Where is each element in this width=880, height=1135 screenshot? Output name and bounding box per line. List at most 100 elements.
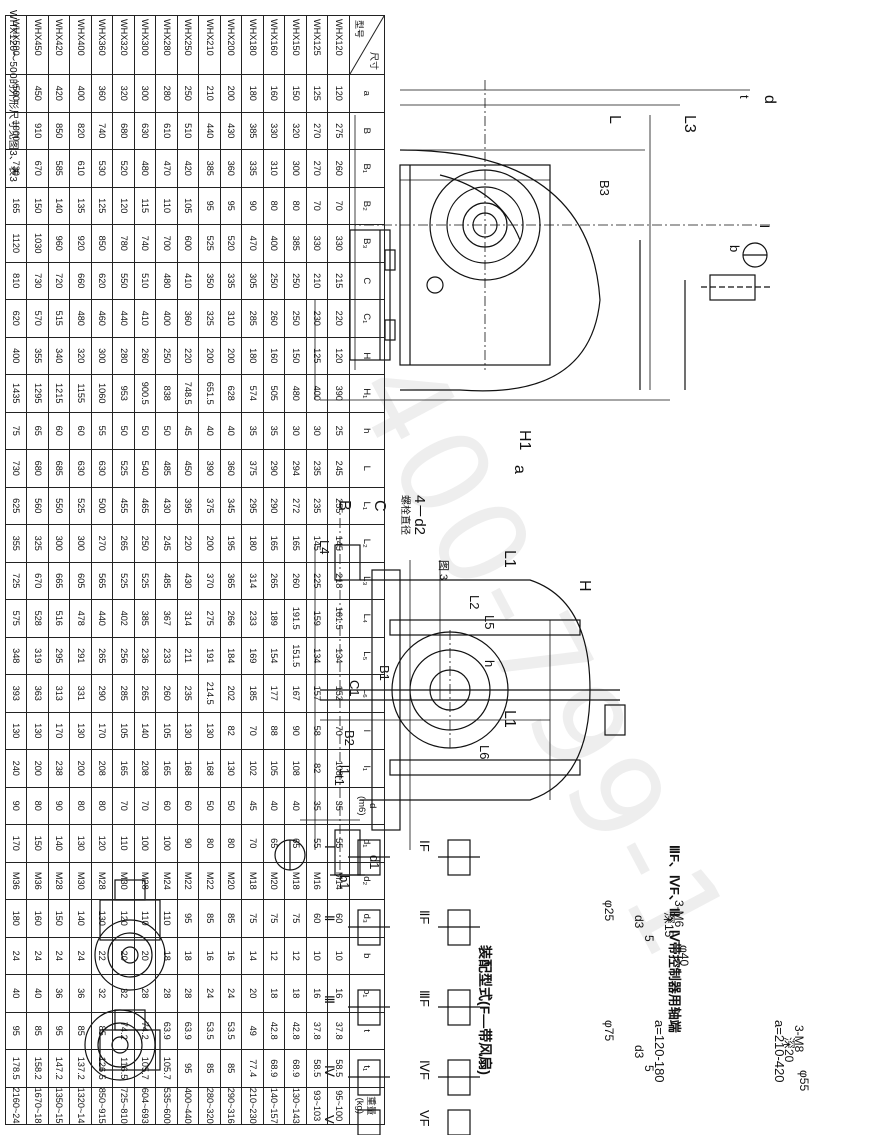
table-cell: 270 xyxy=(306,149,328,187)
table-cell: 80 xyxy=(70,787,92,825)
table-cell: 105.7 xyxy=(134,1049,156,1087)
column-header: B xyxy=(349,112,385,150)
table-cell: 150 xyxy=(285,337,307,375)
table-cell: 85 xyxy=(220,1049,242,1087)
table-cell: 320 xyxy=(285,112,307,150)
table-cell: M24 xyxy=(156,862,178,900)
table-cell: 250 xyxy=(134,524,156,562)
table-cell: 108 xyxy=(285,749,307,787)
table-cell: 348 xyxy=(5,637,27,675)
table-cell: 58 xyxy=(306,712,328,750)
table-cell: 550 xyxy=(113,262,135,300)
table-cell: 400 xyxy=(156,299,178,337)
table-cell: 177 xyxy=(263,674,285,712)
table-cell: 80 xyxy=(199,824,221,862)
table-cell: 68.9 xyxy=(263,1049,285,1087)
table-cell: 150 xyxy=(285,74,307,112)
table-cell: 820 xyxy=(70,112,92,150)
table-cell: 236 xyxy=(134,637,156,675)
table-cell: 500 xyxy=(91,487,113,525)
model-cell: WHX420 xyxy=(48,15,70,75)
table-cell: 330 xyxy=(328,224,350,262)
table-cell: 53.5 xyxy=(220,1012,242,1050)
table-cell: 55 xyxy=(91,412,113,450)
table-cell: 510 xyxy=(177,112,199,150)
table-cell: 58.5 xyxy=(328,1049,350,1087)
table-cell: 168 xyxy=(199,749,221,787)
table-cell: 385 xyxy=(134,599,156,637)
table-cell: 75 xyxy=(5,412,27,450)
form-bottom-3: Ⅲ xyxy=(322,995,337,1004)
model-cell: WHX210 xyxy=(199,15,221,75)
label-a: a xyxy=(511,465,528,474)
table-cell: 393 xyxy=(5,674,27,712)
table-cell: 150 xyxy=(27,824,49,862)
table-cell: 550 xyxy=(48,487,70,525)
table-cell: 102 xyxy=(242,749,264,787)
table-cell: 245 xyxy=(156,524,178,562)
form-top-4: ⅣF xyxy=(417,1060,432,1080)
table-cell: 455 xyxy=(113,487,135,525)
table-cell: 191 xyxy=(199,637,221,675)
table-cell: 285 xyxy=(113,674,135,712)
column-header: l₁ xyxy=(349,749,385,787)
table-cell: 53.5 xyxy=(199,1012,221,1050)
table-cell: 24 xyxy=(27,937,49,975)
table-cell: 18 xyxy=(177,937,199,975)
deep15-label: 深15 xyxy=(662,912,676,938)
table-cell: 40 xyxy=(263,787,285,825)
label-B2: B2 xyxy=(342,730,357,746)
table-cell: 100 xyxy=(156,824,178,862)
table-cell: 310 xyxy=(220,299,242,337)
column-header: d₁ xyxy=(349,824,385,862)
table-cell: 291 xyxy=(70,637,92,675)
table-cell: 200 xyxy=(220,337,242,375)
table-cell: M22 xyxy=(177,862,199,900)
table-cell: 130 xyxy=(27,712,49,750)
column-header: b₁ xyxy=(349,974,385,1012)
table-cell: 780 xyxy=(113,224,135,262)
table-cell: 35 xyxy=(242,412,264,450)
table-cell: 22 xyxy=(91,937,113,975)
table-cell: 95 xyxy=(5,1012,27,1050)
table-cell: M18 xyxy=(242,862,264,900)
table-cell: 325 xyxy=(199,299,221,337)
model-cell: WHX160 xyxy=(263,15,285,75)
table-cell: 110 xyxy=(113,824,135,862)
table-cell: 610 xyxy=(156,112,178,150)
table-cell: 145 xyxy=(328,524,350,562)
column-header: t₁ xyxy=(349,1049,385,1087)
label-L5: L5 xyxy=(482,615,497,629)
table-cell: 610 xyxy=(70,149,92,187)
table-cell: 410 xyxy=(177,262,199,300)
table-cell: 325 xyxy=(27,524,49,562)
table-cell: 167 xyxy=(285,674,307,712)
column-header: H₁ xyxy=(349,374,385,412)
table-cell: 2160~2410 xyxy=(5,1087,27,1125)
table-cell: 402 xyxy=(113,599,135,637)
table-cell: M36 xyxy=(27,862,49,900)
table-cell: 125 xyxy=(91,187,113,225)
table-cell: 30 xyxy=(306,412,328,450)
table-cell: 250 xyxy=(177,74,199,112)
table-cell: 16 xyxy=(306,974,328,1012)
table-cell: 50 xyxy=(156,412,178,450)
front-view-drawing xyxy=(314,80,770,401)
m8-label: 3-M8 xyxy=(792,1025,806,1053)
table-cell: M16 xyxy=(306,862,328,900)
table-cell: 20 xyxy=(134,937,156,975)
table-cell: 140 xyxy=(134,712,156,750)
table-cell: 10 xyxy=(306,937,328,975)
column-header: C xyxy=(349,262,385,300)
table-cell: 960 xyxy=(48,224,70,262)
model-cell: WHX180 xyxy=(242,15,264,75)
table-cell: 70 xyxy=(113,787,135,825)
label-L2: L2 xyxy=(467,595,482,609)
label-d1: d1 xyxy=(367,855,382,869)
table-cell: 70 xyxy=(242,712,264,750)
